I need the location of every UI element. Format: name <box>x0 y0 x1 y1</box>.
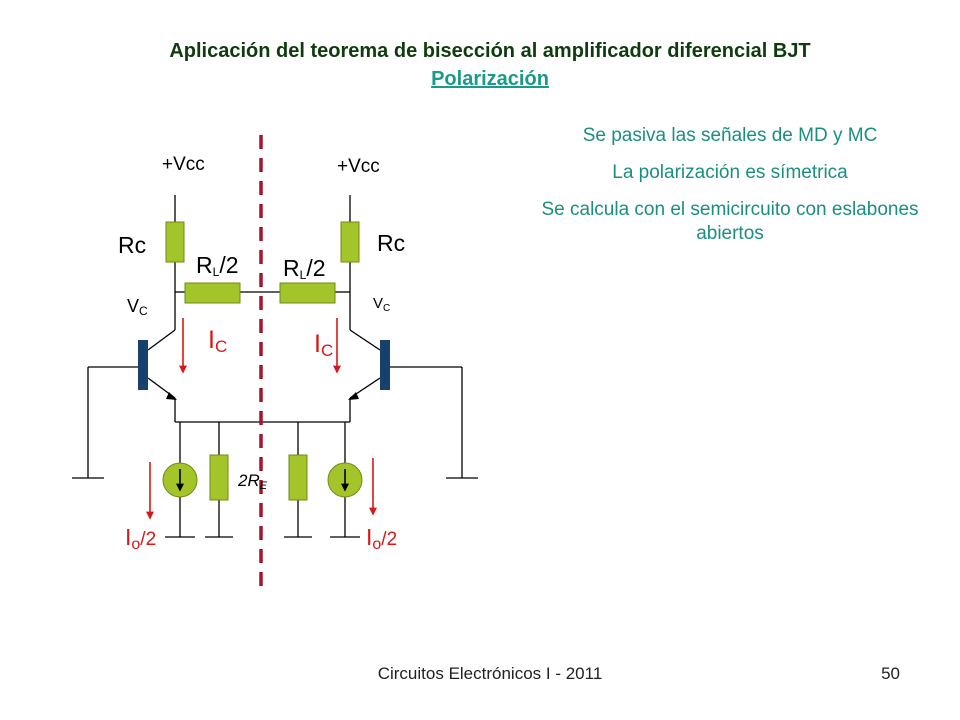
resistor-rl-right <box>279 282 336 304</box>
io-right-label: Io/2 <box>366 524 397 553</box>
resistor-re-right <box>288 454 308 501</box>
current-source-right <box>327 462 363 498</box>
vc-right-label: VC <box>373 295 390 314</box>
resistor-rl-left <box>184 282 241 304</box>
transistor-right-base <box>380 340 390 390</box>
note-3: Se calcula con el semicircuito con eslab… <box>541 199 919 244</box>
emitter-arrow-right <box>348 392 359 400</box>
ic-left-label: IC <box>208 326 227 356</box>
note-2: La polarización es símetrica <box>612 162 848 183</box>
vcc-left-label: +Vcc <box>162 154 205 175</box>
vc-left-label: VC <box>127 296 148 318</box>
slide-subtitle: Polarización <box>0 66 960 92</box>
resistor-rc-right <box>340 221 360 263</box>
slide-footer: Circuitos Electrónicos I - 2011 <box>377 664 603 683</box>
slide-title: Aplicación del teorema de bisección al a… <box>169 40 811 62</box>
notes-panel: Se pasiva las señales de MD y MC La pola… <box>520 124 940 259</box>
rc-right-label: Rc <box>377 230 405 256</box>
note-1: Se pasiva las señales de MD y MC <box>582 125 878 146</box>
rl-left-label: RL/2 <box>196 252 239 279</box>
transistor-left-base <box>138 340 148 390</box>
page-number: 50 <box>881 664 900 683</box>
ic-right-label: IC <box>314 330 333 360</box>
wires <box>72 195 478 538</box>
emitter-arrow-left <box>166 392 177 400</box>
re-label: 2RE <box>237 471 268 492</box>
current-source-left <box>162 462 198 498</box>
rl-right-label: RL/2 <box>283 255 326 282</box>
vcc-right-label: +Vcc <box>337 156 380 177</box>
rc-left-label: Rc <box>118 232 146 258</box>
resistor-rc-left <box>165 221 185 263</box>
resistor-re-left <box>209 454 229 501</box>
io-left-label: Io/2 <box>125 524 156 553</box>
subtitle-link[interactable]: Polarización <box>431 68 549 90</box>
